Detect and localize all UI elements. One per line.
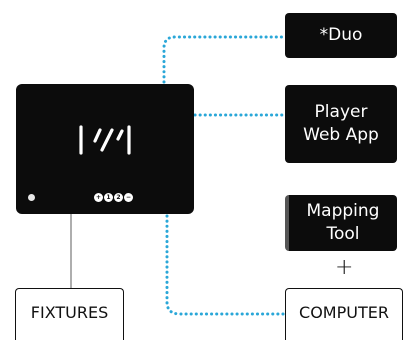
logo-icon [79,125,131,155]
device-button-2: 2 [114,193,123,202]
node-fixtures: FIXTURES [15,288,124,340]
device-button-minus: − [124,193,133,202]
node-duo-label: *Duo [319,25,363,45]
node-computer: COMPUTER [285,288,403,340]
device-button-1: 1 [104,193,113,202]
node-mapping-tool: Mapping Tool [285,195,397,251]
node-fixtures-label: FIXTURES [30,302,109,322]
status-led [28,194,35,201]
node-player-label: Player Web App [303,102,379,145]
controller-device: + 1 2 − [16,84,194,214]
node-computer-label: COMPUTER [299,302,389,322]
node-duo: *Duo [285,13,397,58]
node-mapping-label: Mapping Tool [306,201,380,244]
node-player-web-app: Player Web App [285,85,397,163]
link-computer [165,214,286,316]
plus-sign: + [335,255,354,280]
link-duo [162,35,286,84]
device-button-plus: + [94,193,103,202]
device-buttons: + 1 2 − [94,193,133,203]
